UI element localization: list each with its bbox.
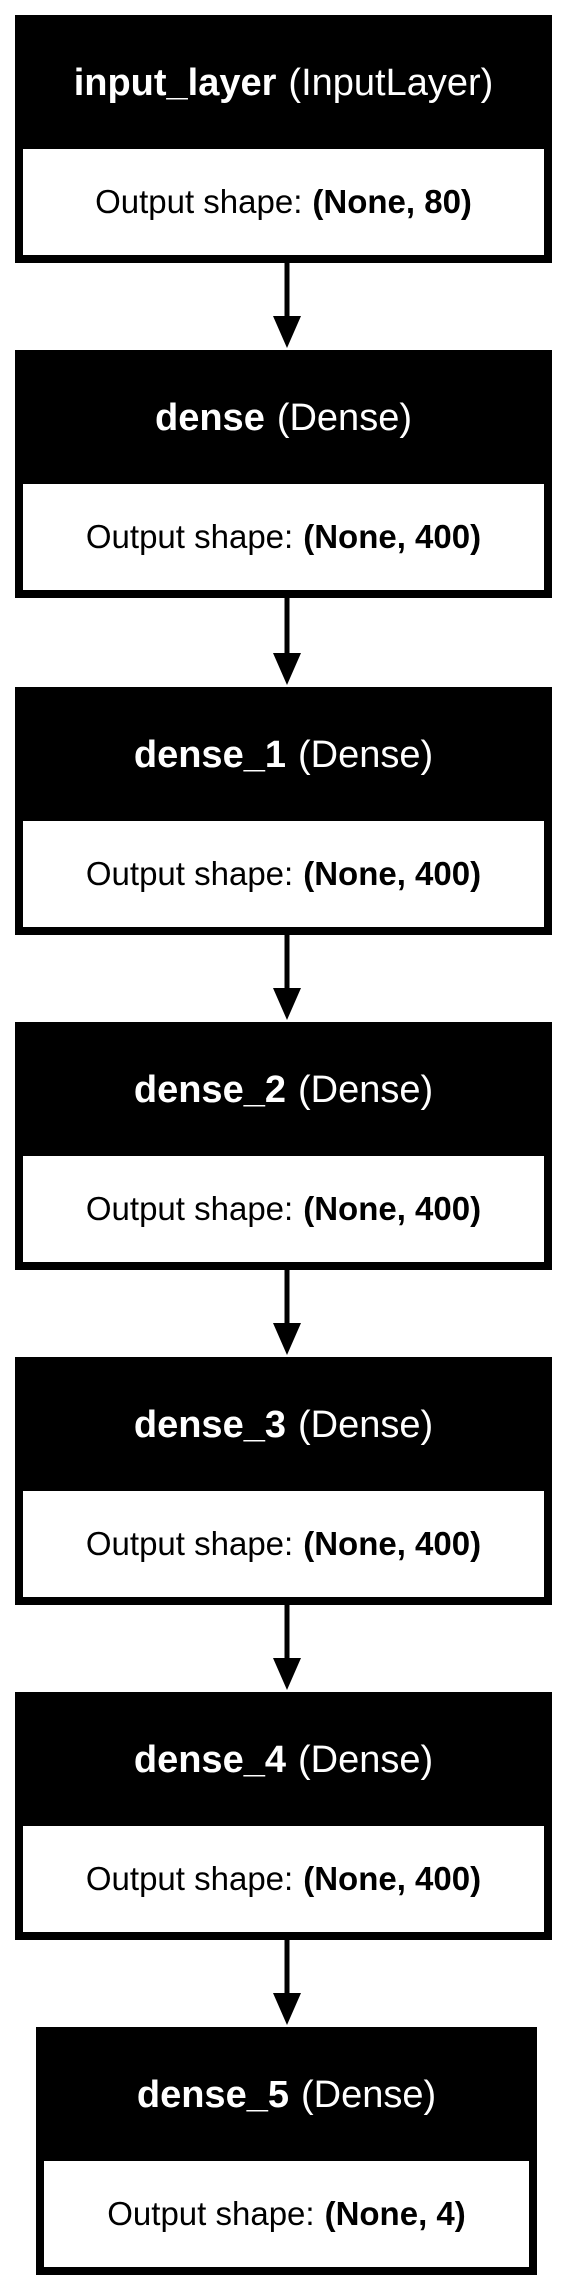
layer-name: dense_1 <box>133 733 286 776</box>
output-shape-value: (None, 400) <box>303 1860 482 1897</box>
layer-type: (Dense) <box>276 396 412 439</box>
layer-type: (InputLayer) <box>288 61 494 104</box>
layer-header: dense_5 (Dense) <box>41 2032 532 2158</box>
layer-header: dense_4 (Dense) <box>20 1697 547 1823</box>
layer-node-dense_1: dense_1 (Dense) Output shape:(None, 400) <box>15 687 552 935</box>
output-shape-value: (None, 4) <box>324 2195 466 2232</box>
layer-type: (Dense) <box>300 2073 437 2116</box>
layer-name: dense_3 <box>133 1403 286 1446</box>
output-shape-label: Output shape: <box>107 2195 315 2232</box>
layer-header: dense (Dense) <box>20 355 547 481</box>
arrow-head-icon <box>273 988 301 1020</box>
output-shape-row: Output shape:(None, 400) <box>20 1153 547 1265</box>
layer-header: dense_3 (Dense) <box>20 1362 547 1488</box>
layer-node-dense_3: dense_3 (Dense) Output shape:(None, 400) <box>15 1357 552 1605</box>
output-shape-value: (None, 400) <box>303 855 482 892</box>
layer-name: dense_5 <box>136 2073 289 2116</box>
arrow-head-icon <box>273 653 301 685</box>
output-shape-row: Output shape:(None, 400) <box>20 1488 547 1600</box>
arrow-head-icon <box>273 1993 301 2025</box>
arrow-head-icon <box>273 1323 301 1355</box>
layer-type: (Dense) <box>297 1403 434 1446</box>
output-shape-label: Output shape: <box>95 183 303 220</box>
layer-name: dense_4 <box>133 1738 286 1781</box>
layer-header: dense_1 (Dense) <box>20 692 547 818</box>
layer-type: (Dense) <box>297 1738 434 1781</box>
layer-node-dense_5: dense_5 (Dense) Output shape:(None, 4) <box>36 2027 537 2275</box>
output-shape-value: (None, 400) <box>303 1525 482 1562</box>
layer-node-dense_4: dense_4 (Dense) Output shape:(None, 400) <box>15 1692 552 1940</box>
layer-node-dense_2: dense_2 (Dense) Output shape:(None, 400) <box>15 1022 552 1270</box>
output-shape-label: Output shape: <box>85 1525 294 1562</box>
output-shape-row: Output shape:(None, 80) <box>20 146 547 258</box>
output-shape-label: Output shape: <box>85 518 294 555</box>
layer-type: (Dense) <box>297 733 434 776</box>
output-shape-label: Output shape: <box>85 1190 294 1227</box>
layer-node-dense: dense (Dense) Output shape:(None, 400) <box>15 350 552 598</box>
output-shape-row: Output shape:(None, 400) <box>20 481 547 593</box>
layer-name: input_layer <box>73 61 277 104</box>
arrow-head-icon <box>273 316 301 348</box>
output-shape-label: Output shape: <box>85 1860 294 1897</box>
arrow-head-icon <box>273 1658 301 1690</box>
layer-node-input_layer: input_layer (InputLayer) Output shape:(Non… <box>15 15 552 263</box>
output-shape-row: Output shape:(None, 400) <box>20 818 547 930</box>
output-shape-value: (None, 80) <box>312 183 472 220</box>
layer-header: input_layer (InputLayer) <box>20 20 547 146</box>
layer-name: dense_2 <box>133 1068 286 1111</box>
output-shape-value: (None, 400) <box>303 518 482 555</box>
output-shape-label: Output shape: <box>85 855 294 892</box>
output-shape-value: (None, 400) <box>303 1190 482 1227</box>
layer-name: dense <box>155 396 265 439</box>
output-shape-row: Output shape:(None, 400) <box>20 1823 547 1935</box>
layer-header: dense_2 (Dense) <box>20 1027 547 1153</box>
layer-type: (Dense) <box>297 1068 434 1111</box>
output-shape-row: Output shape:(None, 4) <box>41 2158 532 2270</box>
